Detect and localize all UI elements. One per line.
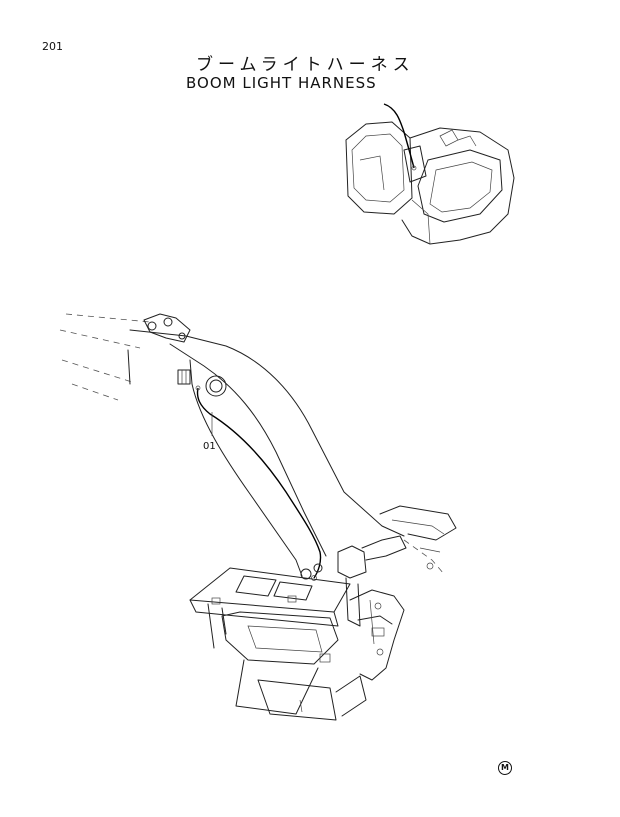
machine-overview-inset bbox=[345, 103, 515, 245]
callout-01: 01 bbox=[203, 441, 216, 452]
title-english: BOOM LIGHT HARNESS bbox=[186, 74, 377, 92]
page-number: 201 bbox=[42, 40, 63, 53]
title-japanese: ブームライトハーネス bbox=[196, 55, 415, 75]
corner-mark: M bbox=[498, 761, 512, 775]
boom-detail bbox=[59, 313, 457, 721]
